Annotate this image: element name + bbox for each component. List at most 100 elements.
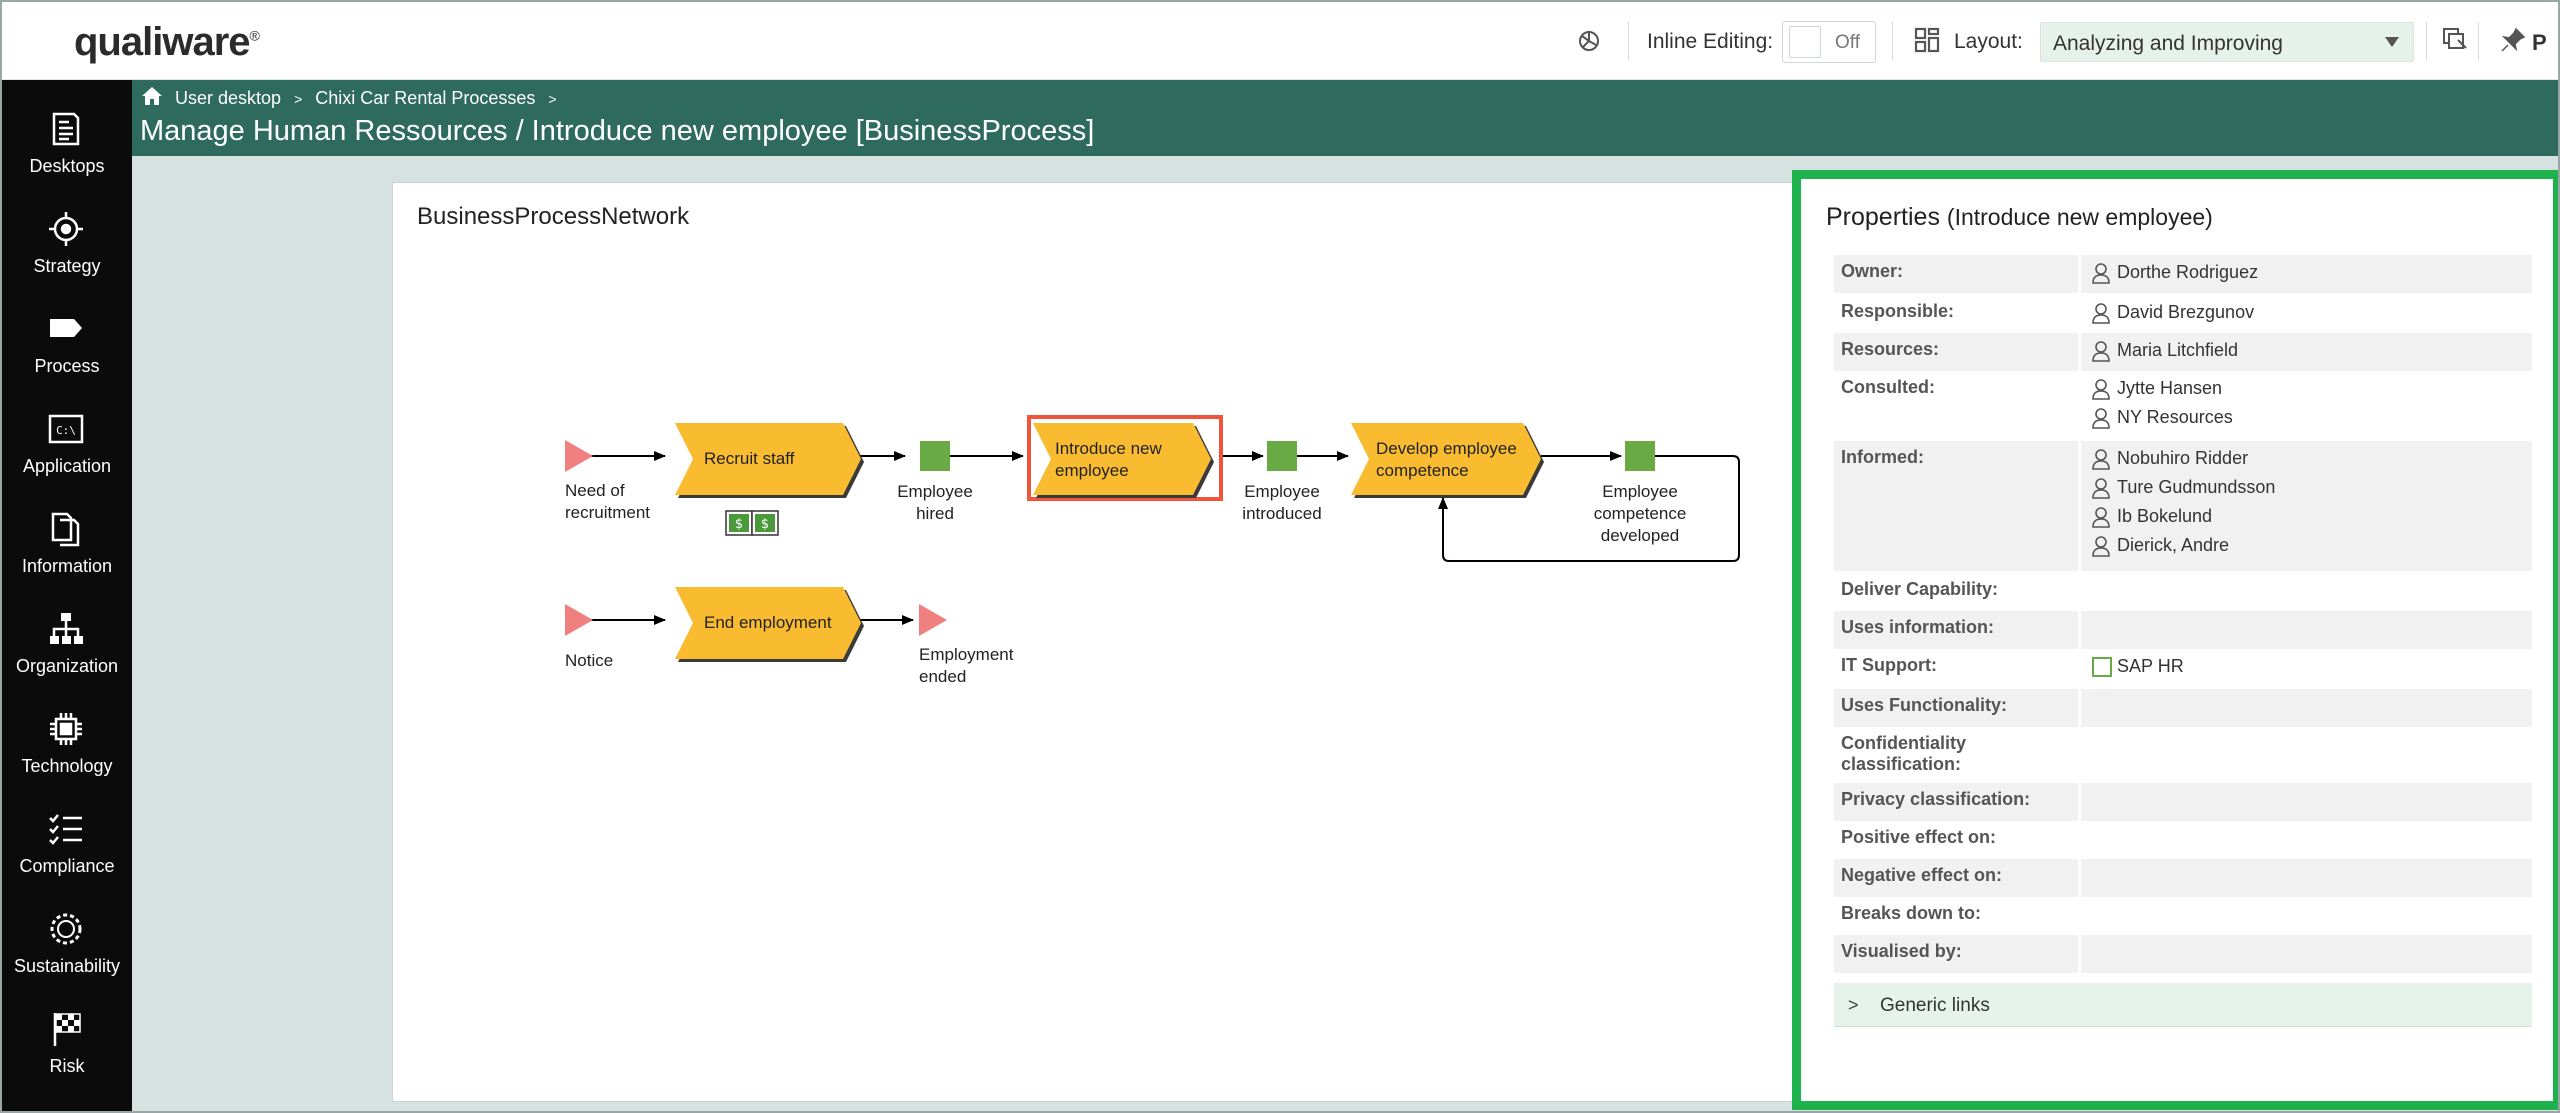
process-icon <box>50 319 82 337</box>
sidebar-item-desktops[interactable]: Desktops <box>2 110 132 210</box>
property-value <box>2081 611 2532 649</box>
generic-links-toggle[interactable]: > Generic links <box>1834 983 2532 1027</box>
windows-icon[interactable] <box>2440 26 2470 56</box>
property-row: Uses information: <box>1834 611 2532 649</box>
property-key: Breaks down to: <box>1841 903 1982 923</box>
property-value-item[interactable]: Ture Gudmundsson <box>2091 477 2275 501</box>
breadcrumb-item-user-desktop[interactable]: User desktop <box>175 88 282 108</box>
trigger-notice[interactable] <box>565 604 593 636</box>
property-key: Privacy classification: <box>1834 783 2078 821</box>
sidebar-item-label: Information <box>21 556 113 576</box>
property-row: IT Support:SAP HR <box>1834 649 2532 687</box>
desktops-icon <box>52 112 80 146</box>
application-icon: C:\ <box>48 414 84 444</box>
layout-label: Layout: <box>1954 30 2023 53</box>
property-value-item[interactable]: Maria Litchfield <box>2091 340 2238 364</box>
generic-links-label: Generic links <box>1880 995 1990 1016</box>
qualiware-logo[interactable]: qualiware® <box>74 20 260 64</box>
property-key: Responsible: <box>1841 301 1955 321</box>
property-value <box>2081 897 2532 935</box>
person-icon <box>2091 378 2113 401</box>
inline-editing-toggle[interactable]: Off <box>1782 21 1876 63</box>
sidebar-item-technology[interactable]: Technology <box>2 710 132 810</box>
property-value-item[interactable]: SAP HR <box>2091 656 2184 680</box>
event-employee-competence-developed[interactable] <box>1625 441 1655 471</box>
property-value <box>2081 821 2532 859</box>
property-value-item[interactable]: Dierick, Andre <box>2091 535 2229 559</box>
process-label: End employment <box>704 613 832 632</box>
property-value: Maria Litchfield <box>2081 333 2532 371</box>
organization-icon <box>50 613 83 644</box>
sidebar-item-sustainability[interactable]: Sustainability <box>2 910 132 1010</box>
main-content: BusinessProcessNetwork <box>132 156 2558 1111</box>
sidebar-item-strategy[interactable]: Strategy <box>2 210 132 310</box>
end-event-employment-ended[interactable] <box>919 604 947 636</box>
sidebar-item-process[interactable]: Process <box>2 310 132 410</box>
property-value-item[interactable]: David Brezgunov <box>2091 302 2254 326</box>
property-key: Visualised by: <box>1834 935 2078 973</box>
property-value-item[interactable]: Ib Bokelund <box>2091 506 2212 530</box>
property-value-text: Dorthe Rodriguez <box>2117 262 2259 282</box>
sidebar-item-organization[interactable]: Organization <box>2 610 132 710</box>
property-key: Confidentiality classification: <box>1841 733 1966 774</box>
sidebar-item-label: Process <box>34 356 100 376</box>
inline-editing-label: Inline Editing: <box>1647 30 1774 53</box>
property-key: Consulted: <box>1841 377 1935 397</box>
trigger-label: Notice <box>565 651 613 670</box>
property-row: Deliver Capability: <box>1834 573 2532 611</box>
property-key: Owner: <box>1834 255 2078 293</box>
home-icon[interactable] <box>140 85 164 112</box>
compliance-icon <box>49 814 82 845</box>
sidebar-item-information[interactable]: Information <box>2 510 132 610</box>
property-value-text: Ib Bokelund <box>2117 506 2213 526</box>
sidebar-item-compliance[interactable]: Compliance <box>2 810 132 910</box>
event-employee-introduced[interactable] <box>1267 441 1297 471</box>
property-key: Uses information: <box>1834 611 2078 649</box>
event-employee-hired[interactable] <box>920 441 950 471</box>
process-recruit-staff[interactable] <box>675 423 864 498</box>
property-value <box>2081 689 2532 727</box>
sidebar-item-label: Risk <box>49 1056 85 1076</box>
properties-panel: Properties (Introduce new employee) Owne… <box>1792 170 2558 1110</box>
process-introduce-new-employee[interactable] <box>1027 415 1223 501</box>
pin-icon[interactable] <box>2498 26 2528 56</box>
property-row: Confidentiality classification: <box>1834 727 2532 781</box>
top-bar: qualiware® Inline Editing: Off Layout: A… <box>2 2 2558 80</box>
openai-icon[interactable] <box>1574 26 1604 56</box>
property-row: Responsible: David Brezgunov <box>1834 295 2532 333</box>
property-value-item[interactable]: Nobuhiro Ridder <box>2091 448 2248 472</box>
sidebar-item-risk[interactable]: Risk <box>2 1010 132 1110</box>
trigger-need-of-recruitment[interactable] <box>565 440 593 472</box>
person-icon <box>2091 477 2113 500</box>
property-row: Negative effect on: <box>1834 859 2532 897</box>
process-develop-employee-competence[interactable] <box>1351 423 1544 498</box>
sidebar-item-application[interactable]: C:\ Application <box>2 410 132 510</box>
property-value-item[interactable]: NY Resources <box>2091 407 2233 431</box>
layout-select[interactable]: Analyzing and Improving <box>2040 22 2414 62</box>
cost-icon[interactable]: $ $ <box>725 510 779 536</box>
property-row: Visualised by: <box>1834 935 2532 973</box>
breadcrumb-item-processes[interactable]: Chixi Car Rental Processes <box>315 88 536 108</box>
property-value-text: Dierick, Andre <box>2117 535 2230 555</box>
strategy-icon <box>49 212 83 246</box>
property-row: Owner: Dorthe Rodriguez <box>1834 255 2532 293</box>
property-key: Negative effect on: <box>1834 859 2078 897</box>
diagram-canvas: BusinessProcessNetwork <box>392 182 1910 1102</box>
property-row: Positive effect on: <box>1834 821 2532 859</box>
property-value-item[interactable]: Jytte Hansen <box>2091 378 2222 402</box>
property-value-item[interactable]: Dorthe Rodriguez <box>2091 262 2258 286</box>
sidebar-item-label: Compliance <box>19 856 115 876</box>
process-end-employment[interactable] <box>675 587 864 662</box>
property-value-text: SAP HR <box>2117 656 2184 676</box>
property-value <box>2081 859 2532 897</box>
divider <box>2426 22 2427 60</box>
chevron-right-icon: > <box>1848 995 1859 1015</box>
